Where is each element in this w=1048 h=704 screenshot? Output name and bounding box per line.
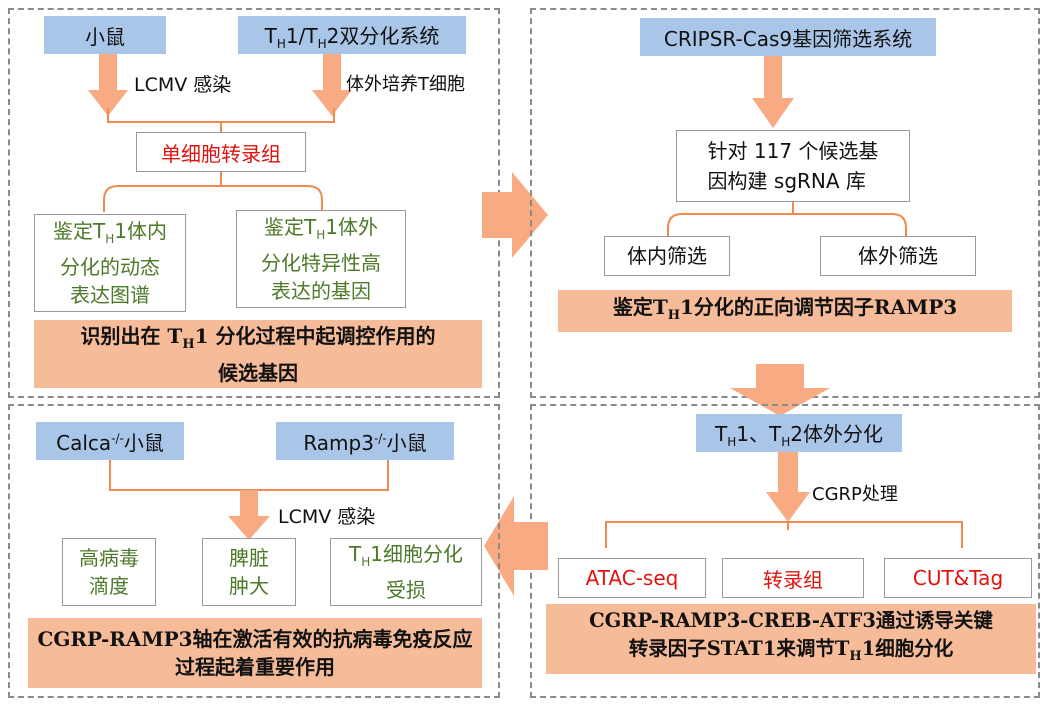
screen-bracket — [667, 202, 907, 236]
crispr-box: CRIPSR-Cas9基因筛选系统 — [640, 18, 936, 56]
ko-lcmv-arrow — [228, 490, 270, 540]
stat1-result: CGRP-RAMP3-CREB-ATF3通过诱导关键转录因子STAT1来调节TH… — [546, 604, 1036, 674]
split-bracket — [103, 172, 323, 212]
ramp3-ko-box: Ramp3-/-小鼠 — [276, 422, 454, 460]
assay-bracket — [605, 521, 963, 548]
culture-label: 体外培养T细胞 — [346, 74, 465, 95]
atac-seq-box: ATAC-seq — [558, 558, 706, 598]
lcmv-label: LCMV 感染 — [134, 74, 232, 96]
merge-bracket — [107, 108, 335, 132]
ramp3-result: 鉴定TH1分化的正向调节因子RAMP3 — [558, 290, 1012, 332]
splenomegaly-box: 脾脏肿大 — [202, 538, 296, 606]
dynamic-expression-box: 鉴定TH1体内分化的动态表达图谱 — [34, 214, 186, 312]
right-flow-arrow — [482, 172, 548, 258]
panel-knockout — [8, 404, 500, 698]
transcriptome-box: 转录组 — [722, 558, 864, 598]
high-titer-box: 高病毒滴度 — [62, 538, 156, 606]
th-differentiation-box: TH1、TH2体外分化 — [696, 414, 902, 452]
cgrp-label: CGRP处理 — [812, 484, 898, 505]
sgrna-library-box: 针对 117 个候选基因构建 sgRNA 库 — [676, 130, 910, 202]
impaired-differentiation-box: TH1细胞分化受损 — [330, 538, 482, 606]
down-flow-arrow — [730, 364, 830, 416]
ko-merge-bracket — [109, 460, 389, 491]
cgrp-arrow — [766, 452, 810, 522]
specific-gene-box: 鉴定TH1体外分化特异性高表达的基因 — [236, 210, 406, 308]
left-flow-arrow — [484, 496, 548, 596]
in-vivo-screen-box: 体内筛选 — [604, 236, 730, 276]
antiviral-result: CGRP-RAMP3轴在激活有效的抗病毒免疫反应过程起着重要作用 — [28, 618, 482, 688]
lcmv-arrow — [88, 54, 128, 116]
in-vitro-screen-box: 体外筛选 — [820, 236, 976, 276]
cut-tag-box: CUT&Tag — [884, 558, 1032, 598]
culture-arrow — [312, 54, 352, 116]
th-system-box: TH1/TH2双分化系统 — [238, 16, 466, 54]
crispr-arrow — [752, 56, 794, 128]
candidate-genes-result: 识别出在 TH1 分化过程中起调控作用的候选基因 — [34, 320, 482, 388]
mouse-box: 小鼠 — [44, 16, 166, 54]
scrna-box: 单细胞转录组 — [136, 132, 306, 172]
calca-ko-box: Calca-/-小鼠 — [36, 422, 184, 460]
ko-lcmv-label: LCMV 感染 — [278, 506, 376, 528]
